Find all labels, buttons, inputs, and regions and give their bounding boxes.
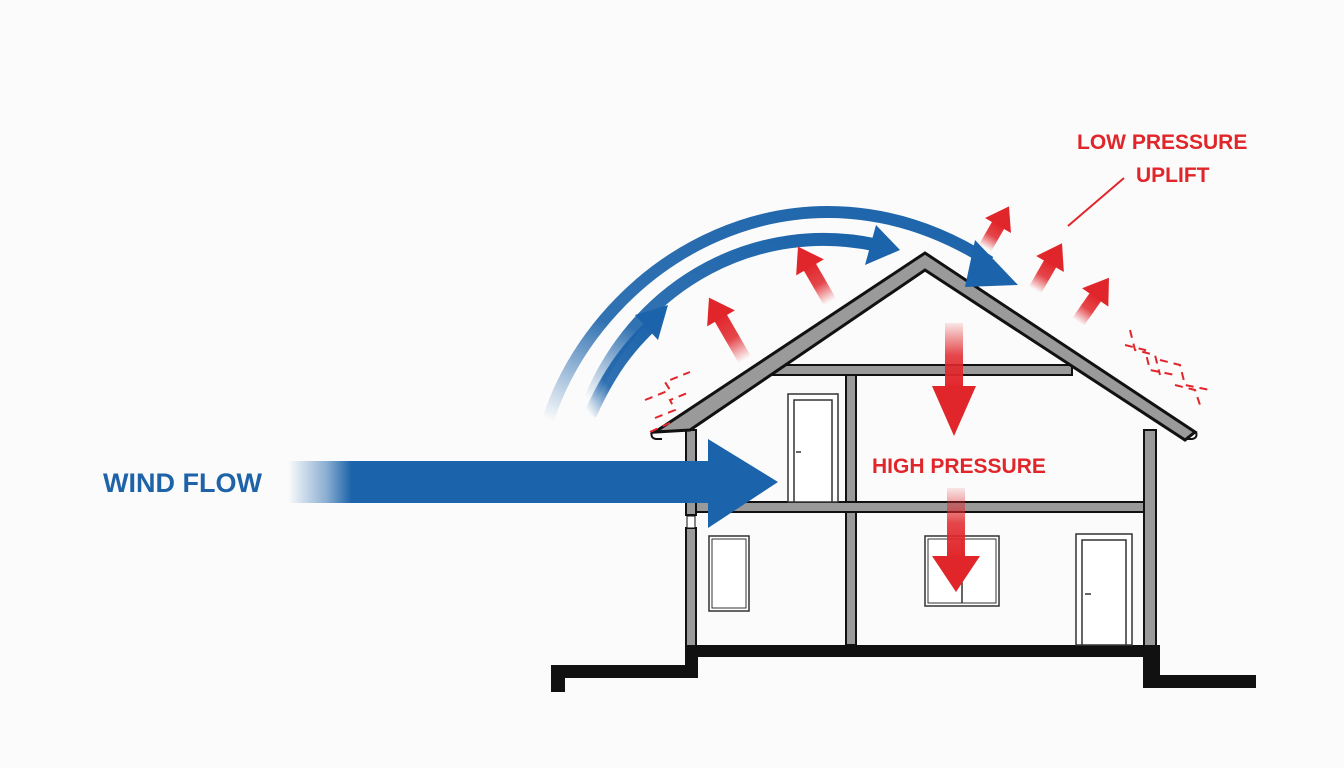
low-pressure-label: LOW PRESSURE xyxy=(1077,131,1248,154)
upper-door xyxy=(787,393,839,503)
curved-wind-arrows xyxy=(542,206,1018,422)
inner-arrowhead xyxy=(635,305,668,340)
middle-arc-arrowhead xyxy=(865,225,900,265)
turbulence-right xyxy=(1124,329,1211,406)
uplift-label: UPLIFT xyxy=(1136,164,1210,187)
turbulence-left xyxy=(644,371,691,433)
house xyxy=(649,251,1198,647)
lower-left-window xyxy=(708,535,750,612)
wind-flow-label: WIND FLOW xyxy=(103,468,262,498)
pressure-arrows-down xyxy=(932,323,980,592)
wind-flow-arrow xyxy=(288,439,778,528)
outer-arc-arrowhead xyxy=(965,240,1018,287)
low-pressure-leader-line xyxy=(1067,177,1125,227)
foundation xyxy=(551,645,1256,692)
lower-right-door xyxy=(1075,533,1133,646)
uplift-arrows xyxy=(707,206,1109,364)
high-pressure-label: HIGH PRESSURE xyxy=(872,455,1046,478)
